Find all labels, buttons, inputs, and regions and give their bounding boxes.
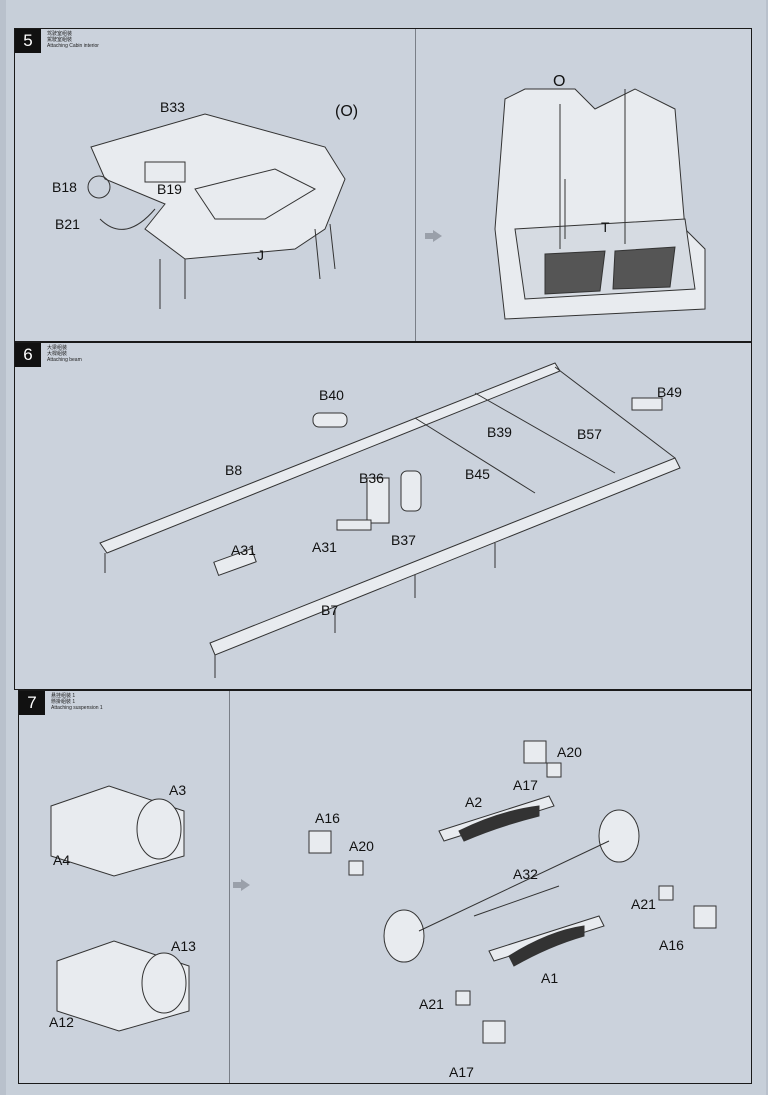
part-label-b18: B18: [52, 179, 77, 195]
divider: [415, 29, 416, 341]
divider: [229, 691, 230, 1083]
title-cn-traditional: 大樑組裝: [47, 351, 68, 357]
part-label-b36: B36: [359, 470, 384, 486]
step-number: 7: [19, 691, 45, 715]
part-label-a13: A13: [171, 938, 196, 954]
part-label-b39: B39: [487, 424, 512, 440]
suspension-drawing: [50, 740, 717, 1044]
part-label-b21: B21: [55, 216, 80, 232]
part-label-a31: A31: [312, 539, 337, 555]
part-label-b7: B7: [321, 602, 339, 618]
part-label-o: O: [553, 73, 566, 90]
beam-drawing: [99, 362, 681, 678]
part-label-a21: A21: [419, 996, 444, 1012]
part-label-a17: A17: [513, 777, 538, 793]
title-en: Attaching Cabin interior: [47, 43, 99, 49]
part-label-b40: B40: [319, 387, 344, 403]
part-label-b37: B37: [391, 532, 416, 548]
step-number: 5: [15, 29, 41, 53]
part-label-j: J: [257, 247, 264, 263]
part-label-a16: A16: [315, 810, 340, 826]
arrow-right-icon: [233, 879, 250, 891]
part-label-a17: A17: [449, 1064, 474, 1080]
part-label-a3: A3: [169, 782, 187, 798]
arrow-right-icon: [425, 230, 442, 242]
title-cn: 大梁组装: [47, 345, 68, 351]
part-label-a4: A4: [53, 852, 71, 868]
title-cn: 悬挂组装 1: [51, 693, 76, 699]
part-label-a31: A31: [231, 542, 256, 558]
part-label-b49: B49: [657, 384, 682, 400]
part-label-a12: A12: [49, 1014, 74, 1030]
title-en: Attaching beam: [47, 357, 82, 363]
part-label-o-paren: (O): [335, 103, 359, 120]
part-label-b19: B19: [157, 181, 182, 197]
title-cn-traditional: 懸掛組裝 1: [51, 699, 76, 705]
part-label-a21: A21: [631, 896, 656, 912]
part-label-b57: B57: [577, 426, 602, 442]
cabin-interior-drawing: [87, 88, 706, 320]
part-label-t: T: [601, 219, 610, 235]
part-label-b8: B8: [225, 462, 243, 478]
part-label-a32: A32: [513, 866, 538, 882]
part-label-a20: A20: [557, 744, 582, 760]
step-number: 6: [15, 343, 41, 367]
title-cn: 驾驶室组装: [47, 31, 73, 37]
part-label-a16: A16: [659, 937, 684, 953]
part-label-a20: A20: [349, 838, 374, 854]
title-en: Attaching suspension 1: [51, 705, 103, 711]
part-label-a2: A2: [465, 794, 483, 810]
part-label-b45: B45: [465, 466, 490, 482]
part-label-a1: A1: [541, 970, 559, 986]
part-label-b33: B33: [160, 99, 185, 115]
title-cn-traditional: 駕駛室組裝: [47, 37, 73, 43]
